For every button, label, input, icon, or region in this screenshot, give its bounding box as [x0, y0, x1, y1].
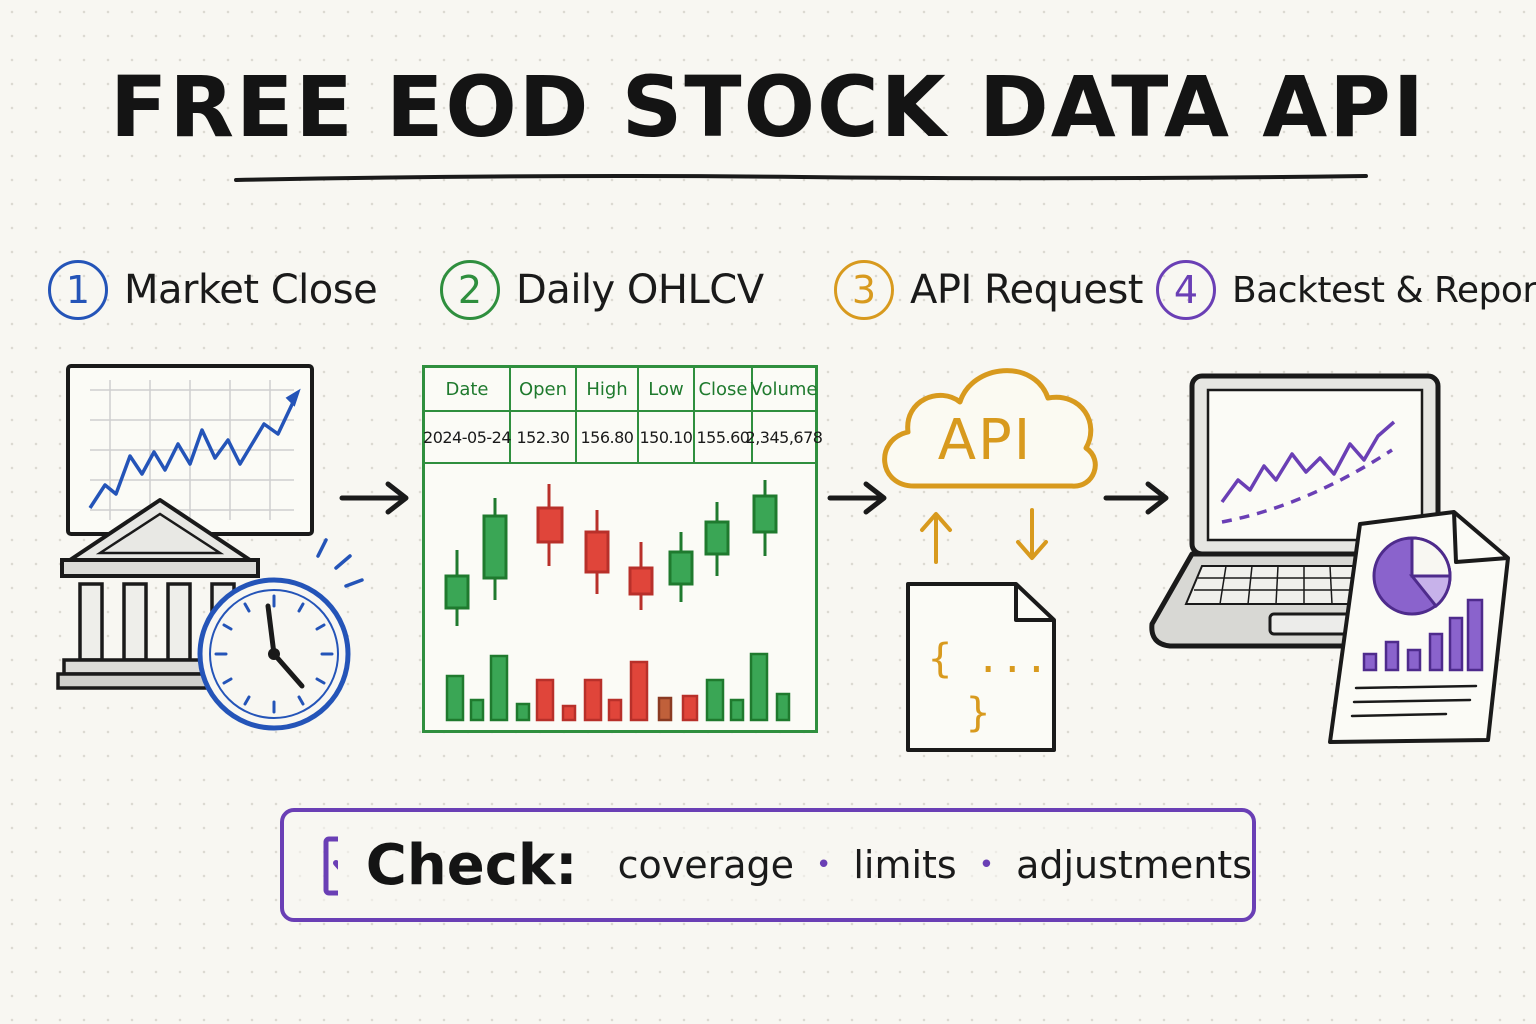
report-icon: [1328, 510, 1510, 744]
column-header-open: Open: [511, 368, 577, 410]
check-item-coverage: coverage: [617, 843, 794, 887]
ohlcv-table: Date Open High Low Close Volume 2024-05-…: [422, 365, 823, 733]
candle: [668, 532, 694, 602]
json-close-brace: }: [966, 690, 991, 736]
column-header-close: Close: [695, 368, 753, 410]
step-3-number: 3: [834, 260, 894, 320]
candle: [704, 502, 730, 576]
arrow-up-icon: [920, 512, 952, 564]
cell-date: 2024-05-24: [423, 412, 512, 462]
table-header-row: Date Open High Low Close Volume: [425, 368, 818, 412]
backtest-illustration: [1149, 373, 1510, 744]
separator-dot: •: [815, 850, 832, 880]
step-4-number: 4: [1156, 260, 1216, 320]
step-2-number: 2: [440, 260, 500, 320]
api-illustration: [882, 368, 1098, 752]
check-heading: Check:: [365, 832, 578, 898]
json-file-icon: [906, 582, 1056, 752]
candle: [628, 542, 654, 610]
cloud-icon: [882, 368, 1098, 489]
arrow-right-icon: [827, 481, 887, 515]
title-underline: [234, 174, 1368, 182]
step-3: 3 API Request: [834, 252, 1143, 328]
arrow-right-icon: [1103, 481, 1169, 515]
json-open-brace: { ...: [928, 636, 1049, 682]
page-title: FREE EOD STOCK DATA API: [109, 58, 1427, 156]
cell-high: 156.80: [577, 412, 639, 462]
separator-dot: •: [978, 850, 995, 880]
checkbox-icon: [323, 836, 338, 896]
column-header-volume: Volume: [750, 378, 818, 400]
pie-chart-icon: [1372, 536, 1452, 616]
clock-icon: [197, 538, 364, 731]
check-item-adjustments: adjustments: [1016, 843, 1252, 887]
step-4: 4 Backtest & Report: [1156, 252, 1536, 328]
candle: [482, 498, 508, 600]
step-1-number: 1: [48, 260, 108, 320]
candle: [536, 484, 564, 566]
column-header-high: High: [577, 368, 639, 410]
step-4-label: Backtest & Report: [1232, 269, 1536, 311]
api-label: API: [937, 408, 1033, 473]
check-item-limits: limits: [853, 843, 957, 887]
column-header-low: Low: [639, 368, 695, 410]
line-chart-icon: [66, 364, 314, 536]
step-1-label: Market Close: [124, 267, 378, 313]
market-close-illustration: [56, 364, 364, 731]
check-banner: Check: coverage • limits • adjustments: [280, 808, 1256, 922]
cell-open: 152.30: [511, 412, 577, 462]
arrow-down-icon: [1016, 508, 1048, 560]
cell-close: 155.60: [695, 412, 753, 462]
candle: [584, 510, 610, 594]
step-3-label: API Request: [910, 267, 1143, 313]
step-2: 2 Daily OHLCV: [440, 252, 764, 328]
column-header-date: Date: [425, 368, 511, 410]
candle: [444, 550, 470, 626]
candle: [752, 480, 778, 556]
step-1: 1 Market Close: [48, 252, 378, 328]
step-2-label: Daily OHLCV: [516, 267, 764, 313]
cell-low: 150.10: [639, 412, 695, 462]
table-row: 2024-05-24 152.30 156.80 150.10 155.60 2…: [423, 412, 823, 464]
candlestick-chart: [444, 480, 791, 722]
cell-volume: 2,345,678: [745, 427, 823, 447]
arrow-right-icon: [339, 481, 409, 515]
